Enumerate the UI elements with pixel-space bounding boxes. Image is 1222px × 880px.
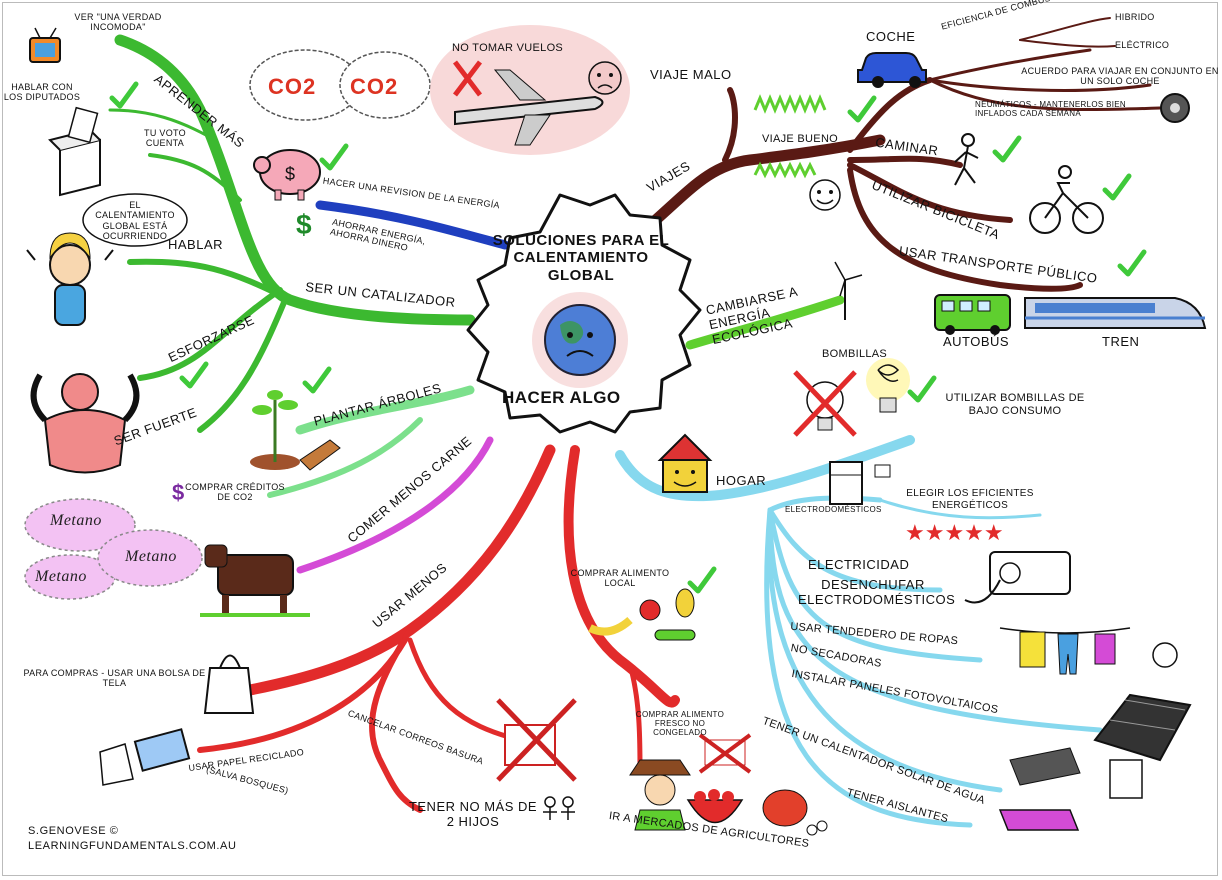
food-icon bbox=[588, 588, 696, 641]
train-icon bbox=[1024, 297, 1207, 329]
piggy-bank-icon: $ bbox=[253, 149, 321, 201]
home-efficient: ELEGIR LOS EFICIENTES ENERGÉTICOS bbox=[906, 488, 1034, 511]
energy-stars: ★★★★★ bbox=[905, 521, 1004, 546]
catalyst-item-talk: HABLAR bbox=[168, 237, 224, 252]
branch-local-label: COMPRAR ALIMENTO LOCAL bbox=[570, 568, 670, 589]
methane-label-3: Metano bbox=[35, 568, 87, 585]
airplane-crossed-icon bbox=[453, 60, 604, 146]
solar-water-heater-icon bbox=[1009, 747, 1143, 799]
home-unplug: DESENCHUFAR ELECTRODOMÉSTICOS bbox=[798, 577, 956, 607]
travel-bad: VIAJE MALO bbox=[650, 67, 732, 82]
house-icon bbox=[657, 433, 713, 493]
sad-face-icon bbox=[588, 61, 622, 95]
farmer-icon bbox=[629, 759, 691, 831]
clothesline-icon bbox=[999, 627, 1131, 675]
paper-icon bbox=[99, 728, 191, 786]
learn-item-vote: TU VOTO CUENTA bbox=[144, 128, 186, 149]
credit-site: LEARNINGFUNDAMENTALS.COM.AU bbox=[28, 840, 237, 852]
co2-label-2: CO2 bbox=[350, 74, 399, 99]
power-socket-icon bbox=[964, 551, 1071, 604]
car-item-hybrid: HIBRIDO bbox=[1115, 12, 1155, 22]
bulbs-label: BOMBILLAS bbox=[822, 348, 888, 360]
dollar-sign-icon: $ bbox=[296, 209, 312, 240]
travel-good: VIAJE BUENO bbox=[762, 133, 839, 145]
methane-label-1: Metano bbox=[50, 512, 102, 529]
svg-text:★★★★★: ★★★★★ bbox=[905, 521, 1004, 546]
branch-home-label: HOGAR bbox=[716, 473, 767, 488]
trees-sub: COMPRAR CRÉDITOS DE CO2 bbox=[185, 482, 285, 503]
wind-turbine-icon bbox=[834, 261, 863, 320]
home-electricity: ELECTRICIDAD bbox=[808, 557, 910, 572]
tv-icon bbox=[29, 27, 61, 63]
solar-panel-icon bbox=[1093, 693, 1192, 762]
branch-less bbox=[197, 444, 680, 813]
travel-car: COCHE bbox=[866, 29, 916, 44]
basket-icon bbox=[686, 789, 828, 836]
methane-clouds bbox=[24, 498, 203, 600]
travel-no-fly: NO TOMAR VUELOS bbox=[452, 42, 564, 54]
co2-label-1: CO2 bbox=[268, 74, 317, 99]
speech-bubble bbox=[82, 193, 188, 247]
svg-text:$: $ bbox=[296, 209, 312, 240]
center-node bbox=[466, 193, 702, 434]
branch-travel bbox=[644, 17, 1162, 292]
bicycle-icon bbox=[1029, 165, 1104, 234]
insulation-icon bbox=[998, 809, 1080, 831]
strongman-icon bbox=[30, 373, 140, 474]
center-subtitle: HACER ALGO bbox=[502, 388, 621, 407]
center-title: SOLUCIONES PARA EL CALENTAMIENTO GLOBAL bbox=[492, 232, 670, 284]
car-item-tires: NEUMÁTICOS - MANTENERLOS BIEN INFLADOS C… bbox=[975, 100, 1126, 119]
check-marks bbox=[109, 81, 1147, 594]
less-item-children: TENER NO MÁS DE 2 HIJOS bbox=[408, 799, 538, 829]
sun-icon bbox=[1152, 642, 1178, 668]
car-item-electric: ELÉCTRICO bbox=[1115, 40, 1170, 50]
car-item-carpool: ACUERDO PARA VIAJAR EN CONJUNTO EN UN SO… bbox=[1021, 66, 1219, 87]
svg-text:$: $ bbox=[285, 164, 295, 184]
home-appliances: ELECTRODOMÉSTICOS bbox=[785, 505, 882, 514]
less-item-bag: PARA COMPRAS - USAR UNA BOLSA DE TELA bbox=[23, 668, 206, 689]
car-icon bbox=[857, 52, 927, 88]
cow-icon bbox=[200, 544, 310, 617]
smiley-icon bbox=[809, 179, 841, 211]
trowel-icon bbox=[299, 439, 341, 471]
svg-text:$: $ bbox=[172, 480, 184, 505]
travel-bus: AUTOBÚS bbox=[943, 334, 1010, 349]
appliance-icon bbox=[829, 461, 891, 505]
branch-energy bbox=[315, 200, 510, 250]
learn-item-watch: VER "UNA VERDAD INCOMODA" bbox=[74, 12, 162, 33]
walking-person-icon bbox=[954, 133, 979, 186]
tote-bag-icon bbox=[203, 654, 255, 714]
speaking-woman-icon bbox=[26, 232, 114, 326]
learn-item-deputies: HABLAR CON LOS DIPUTADOS bbox=[3, 82, 81, 103]
dollar-sign-icon-2: $ bbox=[172, 480, 184, 505]
credit-author: S.GENOVESE © bbox=[28, 825, 119, 837]
grass-icon bbox=[753, 94, 827, 179]
ballot-box-icon bbox=[48, 106, 101, 197]
branch-meat bbox=[296, 436, 494, 574]
travel-train: TREN bbox=[1102, 334, 1140, 349]
bus-icon bbox=[934, 294, 1011, 335]
children-icon bbox=[543, 796, 575, 820]
tire-icon bbox=[1160, 93, 1190, 123]
junk-mail-crossed-icon bbox=[496, 698, 577, 782]
branch-learn bbox=[108, 34, 476, 433]
sapling-icon bbox=[250, 390, 300, 470]
methane-label-2: Metano bbox=[125, 548, 177, 565]
speech-bubble-text: EL CALENTAMIENTO GLOBAL ESTÁ OCURRIENDO bbox=[95, 200, 175, 242]
branch-green-energy bbox=[685, 295, 845, 350]
local-item-fresh: COMPRAR ALIMENTO FRESCO NO CONGELADO bbox=[635, 710, 725, 738]
incandescent-bulb-crossed-icon bbox=[793, 370, 857, 437]
branch-trees bbox=[267, 385, 475, 498]
frozen-food-crossed-icon bbox=[698, 733, 752, 774]
bulbs-sub: UTILIZAR BOMBILLAS DE BAJO CONSUMO bbox=[945, 392, 1085, 417]
cfl-bulb-icon bbox=[866, 358, 910, 413]
